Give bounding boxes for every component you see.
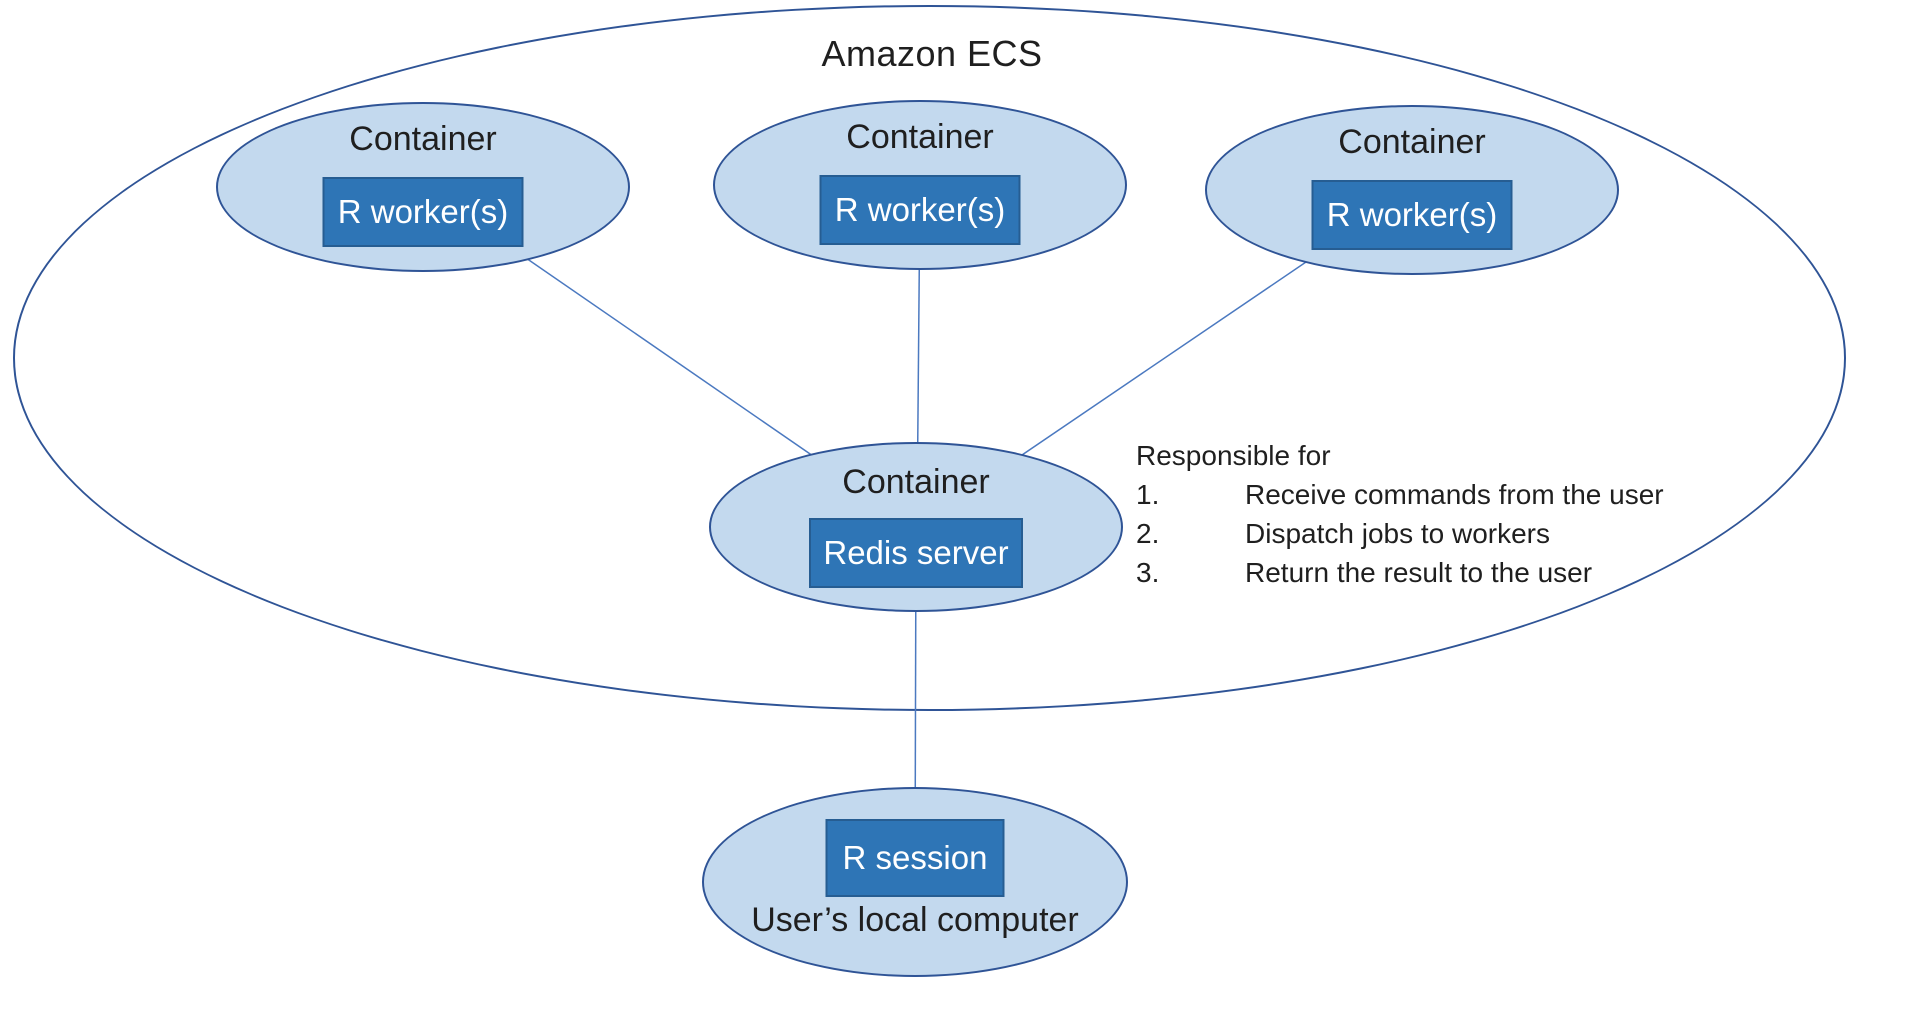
local-computer-node: R session User’s local computer <box>702 787 1128 977</box>
container-label: Container <box>1338 123 1486 161</box>
r-workers-box: R worker(s) <box>819 175 1021 245</box>
container-label: Container <box>842 463 990 501</box>
r-workers-box: R worker(s) <box>322 177 524 247</box>
note-item-2: 2. Dispatch jobs to workers <box>1136 514 1664 553</box>
container-label: Container <box>349 120 497 158</box>
note-item-1: 1. Receive commands from the user <box>1136 475 1664 514</box>
container-node-redis: Container Redis server <box>709 442 1123 612</box>
note-item-text: Return the result to the user <box>1245 557 1593 588</box>
note-item-text: Dispatch jobs to workers <box>1245 518 1551 549</box>
container-node-worker-2: Container R worker(s) <box>713 100 1127 270</box>
r-workers-box: R worker(s) <box>1311 180 1513 250</box>
local-computer-label: User’s local computer <box>751 901 1079 939</box>
note-item-number: 1. <box>1136 479 1160 510</box>
note-heading: Responsible for <box>1136 440 1331 471</box>
note-item-text: Receive commands from the user <box>1245 479 1664 510</box>
r-session-box: R session <box>825 819 1005 897</box>
diagram-title: Amazon ECS <box>821 33 1043 74</box>
redis-responsibilities-note: Responsible for 1. Receive commands from… <box>1136 436 1664 592</box>
container-label: Container <box>846 118 994 156</box>
note-item-number: 3. <box>1136 557 1160 588</box>
redis-server-box: Redis server <box>809 518 1023 588</box>
note-item-number: 2. <box>1136 518 1160 549</box>
container-node-worker-1: Container R worker(s) <box>216 102 630 272</box>
container-node-worker-3: Container R worker(s) <box>1205 105 1619 275</box>
note-item-3: 3. Return the result to the user <box>1136 553 1664 592</box>
